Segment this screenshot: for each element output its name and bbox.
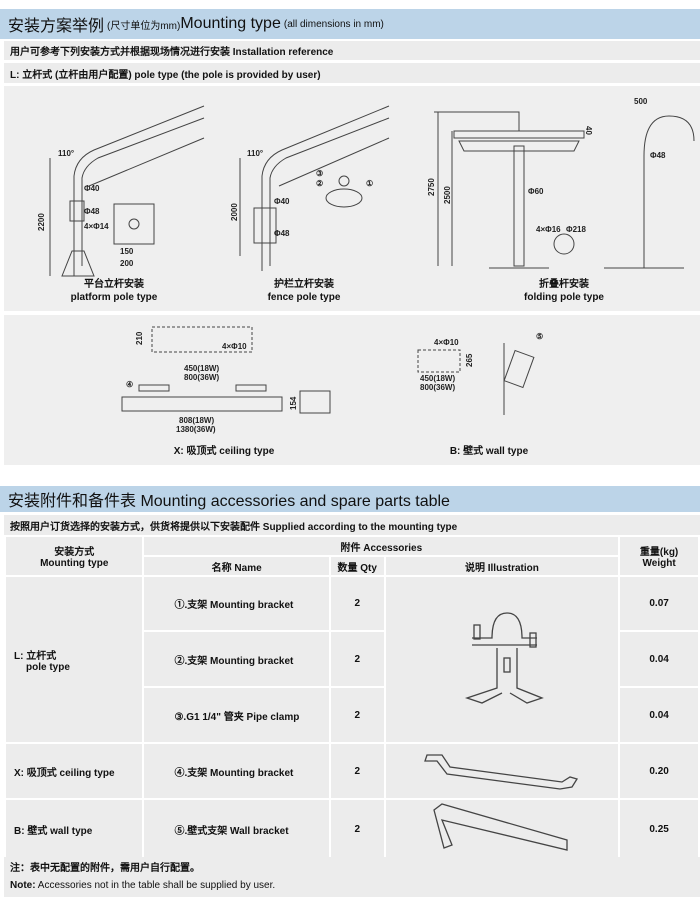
ceiling-wall-panel: 210 4×Φ10 450(18W) 800(36W) ④ 154 808(18…: [4, 315, 700, 465]
dimension-label: 808(18W): [179, 416, 214, 425]
folding-pole-drawing: 2750 2500 40 Φ60 4×Φ16 Φ218 500 Φ48: [427, 97, 695, 269]
note-cn: 注：表中无配置的附件，需用户自行配置。: [10, 863, 200, 874]
pipe-clamp-illustration: [383, 575, 621, 744]
header-name: 名称 Name: [142, 555, 331, 577]
dimension-label: Φ40: [84, 184, 100, 193]
dimension-label: 210: [135, 331, 144, 345]
item-name: ④.支架 Mounting bracket: [142, 742, 331, 800]
dimension-label: ①: [366, 179, 373, 188]
wall-type-caption: B: 壁式 wall type: [449, 446, 529, 457]
header-illustration: 说明 Illustration: [383, 555, 621, 577]
table-note: 注：表中无配置的附件，需用户自行配置。 Note: Accessories no…: [4, 857, 700, 897]
dimension-label: ②: [316, 179, 323, 188]
dimension-label: 2750: [427, 178, 436, 196]
dimension-label: 4×Φ16: [536, 225, 561, 234]
dimension-label: ④: [126, 380, 133, 389]
wall-type-drawing: 4×Φ10 265 450(18W) 800(36W) ⑤: [417, 332, 543, 415]
group-wall-type: B: 壁式 wall type: [3, 798, 145, 860]
title-cn: 安装方案举例: [8, 18, 105, 35]
item-weight: 0.04: [618, 686, 700, 744]
platform-pole-drawing: 110° 2200 Φ40 Φ48 4×Φ14 150 200: [37, 105, 205, 277]
item-weight: 0.04: [618, 630, 700, 688]
dimension-label: Φ60: [528, 187, 544, 196]
header-accessories: 附件 Accessories: [142, 535, 621, 557]
item-qty: 2: [328, 630, 386, 688]
dimension-label: 2000: [230, 203, 239, 221]
dimension-label: Φ48: [84, 207, 100, 216]
section1-title: 安装方案举例 (尺寸单位为mm) Mounting type (all dime…: [0, 9, 700, 39]
pole-drawings-panel: 110° 2200 Φ40 Φ48 4×Φ14 150 200 110° 200…: [4, 86, 700, 311]
dimension-label: 110°: [58, 149, 74, 158]
dimension-label: 800(36W): [184, 373, 219, 382]
note-en: Note: Accessories not in the table shall…: [10, 880, 276, 891]
dimension-label: 4×Φ14: [84, 222, 109, 231]
dimension-label: 800(36W): [420, 383, 455, 392]
item-name: ②.支架 Mounting bracket: [142, 630, 331, 688]
item-weight: 0.20: [618, 742, 700, 800]
dimension-label: 2200: [37, 213, 46, 231]
section2-subtitle: 按照用户订货选择的安装方式，供货将提供以下安装配件 Supplied accor…: [4, 515, 700, 535]
section2-title: 安装附件和备件表 Mounting accessories and spare …: [0, 486, 700, 512]
wall-bracket-illustration: [383, 798, 621, 860]
item-name: ①.支架 Mounting bracket: [142, 575, 331, 632]
item-qty: 2: [328, 575, 386, 632]
title-unit: (尺寸单位为mm): [107, 20, 181, 32]
dimension-label: 450(18W): [184, 364, 219, 373]
pole-type-heading: L: 立杆式 (立杆由用户配置) pole type (the pole is …: [4, 63, 700, 83]
dimension-label: 110°: [247, 149, 263, 158]
item-name: ⑤.壁式支架 Wall bracket: [142, 798, 331, 860]
item-qty: 2: [328, 686, 386, 744]
dimension-label: ③: [316, 169, 323, 178]
dimension-label: Φ40: [274, 197, 290, 206]
dimension-label: 265: [465, 353, 474, 367]
dimension-label: 1380(36W): [176, 425, 216, 434]
title-en: Mounting type: [180, 15, 281, 32]
group-ceiling-type: X: 吸顶式 ceiling type: [3, 742, 145, 800]
dimension-label: 450(18W): [420, 374, 455, 383]
item-qty: 2: [328, 798, 386, 860]
header-weight: 重量(kg)Weight: [618, 535, 700, 577]
dimension-label: 500: [634, 97, 648, 106]
dimension-label: 150: [120, 247, 134, 256]
dimension-label: Φ218: [566, 225, 586, 234]
item-weight: 0.25: [618, 798, 700, 860]
installation-reference: 用户可参考下列安装方式并根据现场情况进行安装 Installation refe…: [4, 41, 700, 60]
dimension-label: 154: [289, 396, 298, 410]
dimension-label: Φ48: [274, 229, 290, 238]
dimension-label: 40: [584, 126, 593, 135]
fence-pole-drawing: 110° 2000 Φ40 Φ48 ① ② ③: [230, 105, 390, 271]
ceiling-bracket-illustration: [383, 742, 621, 800]
dimension-label: Φ48: [650, 151, 666, 160]
table-row: X: 吸顶式 ceiling type ④.支架 Mounting bracke…: [3, 742, 700, 800]
dimension-label: ⑤: [536, 332, 543, 341]
dimension-label: 200: [120, 259, 134, 268]
item-qty: 2: [328, 742, 386, 800]
title-note: (all dimensions in mm): [283, 18, 384, 30]
item-name: ③.G1 1/4" 管夹 Pipe clamp: [142, 686, 331, 744]
item-weight: 0.07: [618, 575, 700, 632]
dimension-label: 2500: [443, 186, 452, 204]
ceiling-type-caption: X: 吸顶式 ceiling type: [173, 446, 275, 457]
dimension-label: 4×Φ10: [222, 342, 247, 351]
ceiling-type-drawing: 210 4×Φ10 450(18W) 800(36W) ④ 154 808(18…: [121, 326, 331, 434]
dimension-label: 4×Φ10: [434, 338, 459, 347]
header-qty: 数量 Qty: [328, 555, 386, 577]
